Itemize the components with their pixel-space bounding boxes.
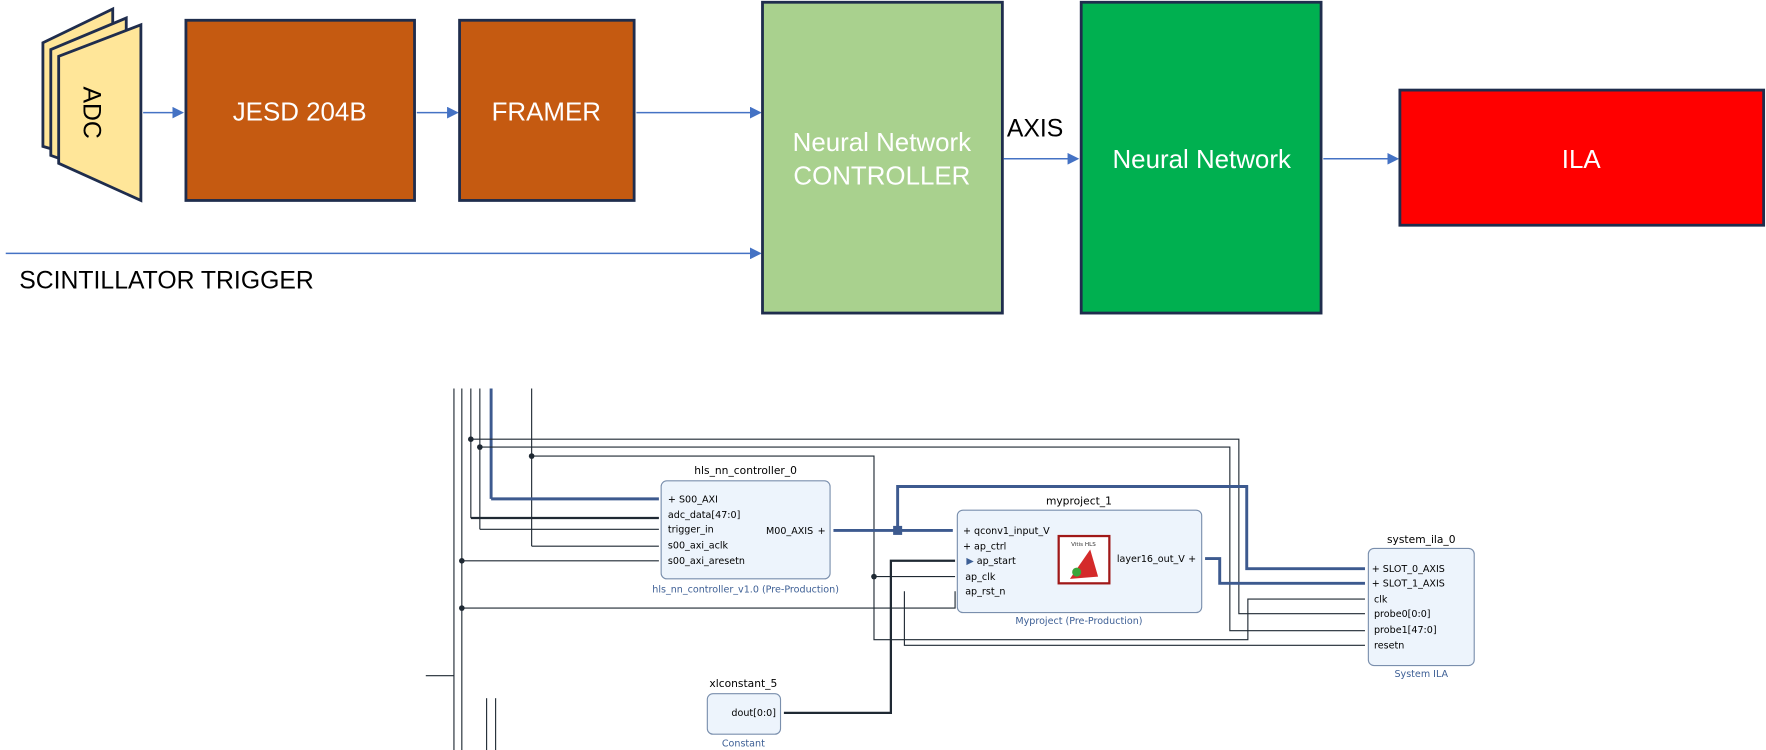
port-m00-axis[interactable]: M00_AXIS: [766, 526, 813, 537]
ip-myproject[interactable]: myproject_1 + qconv1_input_V + ap_ctrl ▶…: [956, 495, 1203, 627]
port-adc-data[interactable]: adc_data[47:0]: [668, 510, 740, 521]
ip-subtitle: hls_nn_controller_v1.0 (Pre-Production): [652, 584, 839, 595]
ip-xlconstant[interactable]: xlconstant_5 dout[0:0] Constant: [706, 677, 782, 750]
neural-network-block: Neural Network: [1079, 0, 1323, 315]
adc-block: ADC: [41, 6, 143, 203]
port-ap-clk[interactable]: ap_clk: [965, 572, 996, 583]
ila-block: ILA: [1398, 88, 1766, 227]
wires: [425, 388, 1365, 750]
controller-label-1: Neural Network: [793, 129, 971, 157]
ila-label: ILA: [1562, 146, 1602, 174]
jesd-block: JESD 204B: [184, 18, 416, 202]
svg-text:Vitis HLS: Vitis HLS: [1071, 542, 1096, 548]
ip-subtitle: Myproject (Pre-Production): [1015, 616, 1142, 627]
plus-icon: +: [818, 526, 826, 537]
port-layer16-out[interactable]: layer16_out_V: [1117, 554, 1185, 565]
ip-subtitle: System ILA: [1394, 669, 1448, 680]
ip-system-ila[interactable]: system_ila_0 + SLOT_0_AXIS + SLOT_1_AXIS…: [1367, 533, 1475, 680]
port-qconv1-input[interactable]: + qconv1_input_V: [963, 526, 1050, 537]
vitis-hls-logo-icon: Vitis HLS: [1057, 534, 1111, 585]
port-ap-ctrl[interactable]: + ap_ctrl: [963, 542, 1006, 553]
ip-title: myproject_1: [1046, 495, 1112, 508]
port-slot0[interactable]: + SLOT_0_AXIS: [1372, 564, 1445, 575]
port-s00-axi-aclk[interactable]: s00_axi_aclk: [668, 540, 729, 551]
controller-label-2: CONTROLLER: [793, 163, 970, 191]
ip-title: xlconstant_5: [709, 677, 777, 690]
port-slot1[interactable]: + SLOT_1_AXIS: [1372, 579, 1445, 590]
plus-icon: +: [1188, 554, 1196, 565]
port-resetn[interactable]: resetn: [1374, 641, 1404, 652]
adc-label: ADC: [78, 86, 105, 138]
trigger-label: SCINTILLATOR TRIGGER: [19, 267, 314, 294]
framer-label: FRAMER: [492, 98, 601, 126]
axis-label: AXIS: [1007, 115, 1063, 142]
port-trigger-in[interactable]: trigger_in: [668, 525, 714, 536]
ip-title: hls_nn_controller_0: [694, 464, 797, 477]
jesd-label: JESD 204B: [233, 98, 367, 126]
ip-subtitle: Constant: [722, 739, 765, 750]
port-ap-start[interactable]: ▶ ap_start: [966, 556, 1016, 567]
neural-network-label: Neural Network: [1112, 146, 1290, 174]
port-s00-axi[interactable]: + S00_AXI: [668, 494, 718, 505]
framer-block: FRAMER: [458, 18, 636, 202]
ip-title: system_ila_0: [1387, 533, 1456, 546]
port-clk[interactable]: clk: [1374, 594, 1388, 605]
port-s00-axi-aresetn[interactable]: s00_axi_aresetn: [668, 556, 745, 567]
port-ap-rst-n[interactable]: ap_rst_n: [965, 587, 1005, 598]
port-probe0[interactable]: probe0[0:0]: [1374, 609, 1431, 620]
port-probe1[interactable]: probe1[47:0]: [1374, 625, 1437, 636]
controller-block: Neural Network CONTROLLER: [761, 0, 1004, 315]
port-dout[interactable]: dout[0:0]: [731, 708, 776, 719]
ip-hls-nn-controller[interactable]: hls_nn_controller_0 + S00_AXI adc_data[4…: [652, 464, 839, 595]
